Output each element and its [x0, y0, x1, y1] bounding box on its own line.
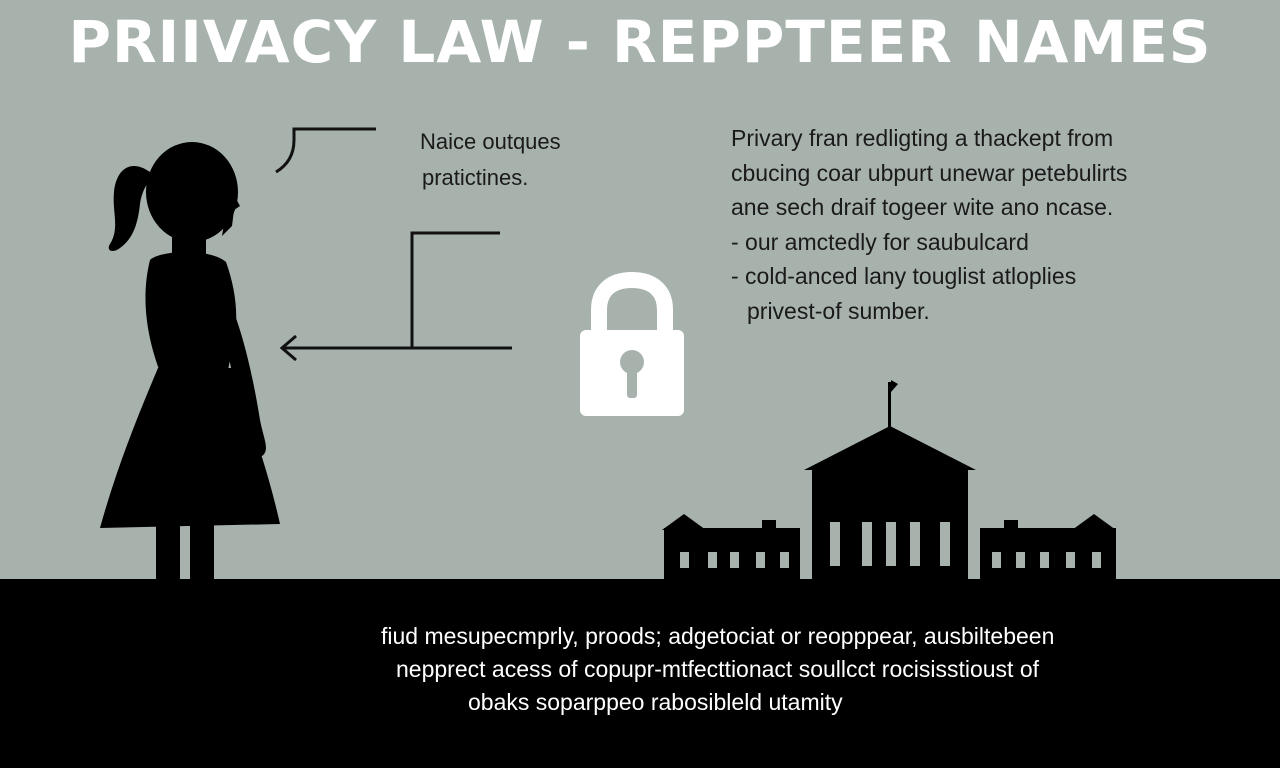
- bullet-item: - cold-anced lany touglist atloplies: [731, 263, 1077, 289]
- padlock-icon: [580, 271, 684, 416]
- girl-silhouette: [100, 142, 280, 582]
- page-title: PRIIVACY LAW - REPPTEER NAMES: [68, 8, 1212, 76]
- privacy-description: Privary fran redligting a thackept from …: [731, 121, 1127, 328]
- description-line: cbucing coar ubpurt unewar petebulirts: [731, 159, 1128, 186]
- description-line: Privary fran redligting a thackept from: [731, 125, 1114, 151]
- footer-line: fiud mesupecmprly, proods; adgetociat or…: [381, 623, 1055, 649]
- bullet-continuation: privest-of sumber.: [747, 297, 930, 324]
- ground-band: [0, 579, 1280, 768]
- description-line: ane sech draif togeer wite ano ncase.: [731, 194, 1114, 220]
- callout-line: Naice outques: [420, 129, 561, 154]
- building-windows: [680, 522, 1101, 568]
- callout-lines: [275, 127, 512, 362]
- footer-line: nepprect acess of copupr-mtfecttionact s…: [396, 656, 1040, 682]
- bullet-item: - our amctedly for saubulcard: [731, 228, 1029, 255]
- callout-line: pratictines.: [422, 165, 529, 190]
- callout-text: Naice outques pratictines.: [420, 124, 561, 196]
- footer-text: fiud mesupecmprly, proods; adgetociat or…: [0, 620, 1280, 719]
- footer-line: obaks soparppeo rabosibleld utamity: [468, 689, 843, 715]
